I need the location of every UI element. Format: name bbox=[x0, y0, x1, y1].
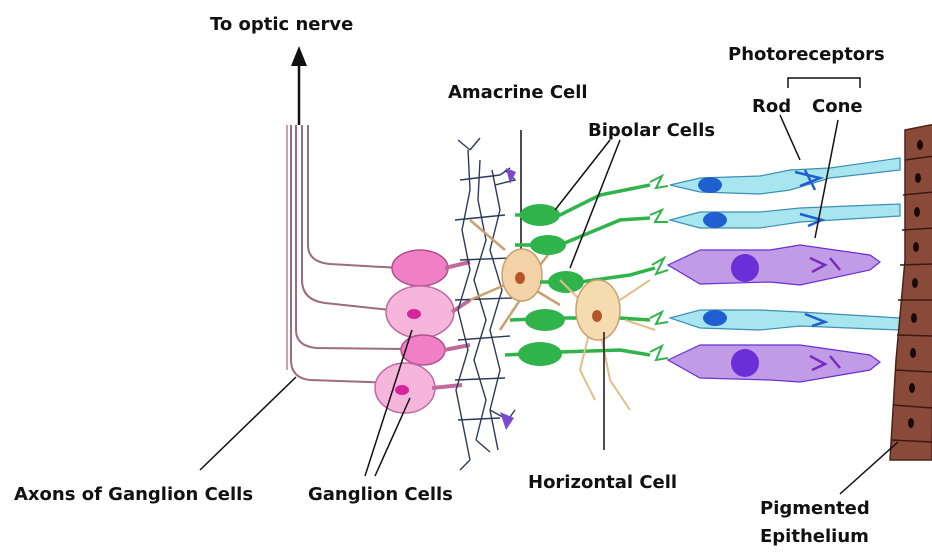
rod-label: Rod bbox=[752, 96, 791, 117]
photoreceptors-bracket bbox=[788, 78, 860, 88]
bipolar-cell bbox=[530, 235, 566, 255]
optic-nerve-arrow bbox=[291, 46, 307, 125]
axons-of-ganglion-cells-label: Axons of Ganglion Cells bbox=[14, 484, 253, 505]
pigmented-epithelium bbox=[890, 124, 932, 460]
rod-leader bbox=[780, 115, 800, 160]
bipolar-cells-label: Bipolar Cells bbox=[588, 120, 715, 141]
ganglion-axons bbox=[287, 125, 405, 383]
amacrine-cell-label: Amacrine Cell bbox=[448, 82, 588, 103]
bipolar-cell bbox=[525, 309, 565, 331]
epithelium-leader bbox=[840, 442, 898, 494]
horizontal-cell bbox=[560, 280, 655, 450]
leader-lines bbox=[200, 78, 898, 494]
pigmented-label: Pigmented bbox=[760, 498, 870, 519]
ganglion-cells-label: Ganglion Cells bbox=[308, 484, 453, 505]
bipolar-cell bbox=[518, 342, 562, 366]
cone-label: Cone bbox=[812, 96, 863, 117]
bipolar-cell bbox=[520, 204, 560, 226]
to-optic-nerve-label: To optic nerve bbox=[210, 14, 353, 35]
horizontal-cell-label: Horizontal Cell bbox=[528, 472, 677, 493]
epithelium-label: Epithelium bbox=[760, 526, 869, 547]
photoreceptors-label: Photoreceptors bbox=[728, 44, 885, 65]
ganglion-cell bbox=[401, 335, 445, 365]
amacrine-cell bbox=[470, 130, 560, 330]
bipolar-cell bbox=[548, 271, 584, 293]
bipolar-leader-1 bbox=[555, 140, 610, 210]
axons-leader bbox=[200, 377, 296, 470]
rod-cells bbox=[670, 158, 900, 330]
ganglion-cell bbox=[392, 250, 448, 286]
